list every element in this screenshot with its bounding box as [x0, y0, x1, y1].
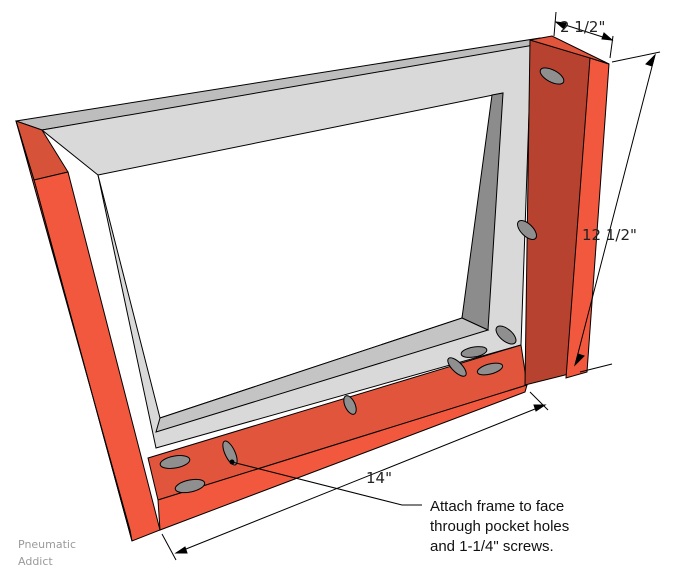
length-dimension-label: 14" — [366, 469, 392, 487]
pocket-hole — [460, 346, 488, 358]
dimension-length — [161, 391, 549, 561]
right-board-top — [529, 35, 610, 65]
pocket-hole — [476, 362, 504, 376]
right-board — [524, 35, 610, 386]
height-dimension-label: 12 1/2" — [582, 226, 637, 244]
callout-line-2: through pocket holes — [430, 518, 569, 535]
pocket-hole — [495, 325, 517, 345]
width-dimension-label: 2 1/2" — [560, 18, 605, 36]
pocket-hole — [517, 220, 537, 240]
callout-line-1: Attach frame to face — [430, 498, 564, 515]
bottom-board-front — [157, 384, 528, 531]
pocket-hole — [539, 67, 565, 85]
dimension-height — [574, 51, 661, 373]
pocket-hole — [222, 440, 238, 466]
callout-leader — [229, 459, 422, 506]
pocket-hole — [447, 357, 467, 377]
pocket-hole — [174, 478, 206, 494]
pocket-holes — [159, 67, 565, 494]
dimension-width — [553, 11, 614, 59]
left-board-inner — [15, 120, 133, 542]
frame-inner-bottom — [155, 317, 490, 433]
pocket-hole — [343, 395, 357, 415]
pocket-hole — [159, 455, 191, 469]
watermark-line-1: Pneumatic — [18, 538, 76, 551]
bottom-board — [147, 344, 528, 531]
watermark-line-2: Addict — [18, 555, 53, 568]
face-frame — [15, 37, 559, 449]
callout-line-3: and 1-1/4" screws. — [430, 538, 554, 555]
